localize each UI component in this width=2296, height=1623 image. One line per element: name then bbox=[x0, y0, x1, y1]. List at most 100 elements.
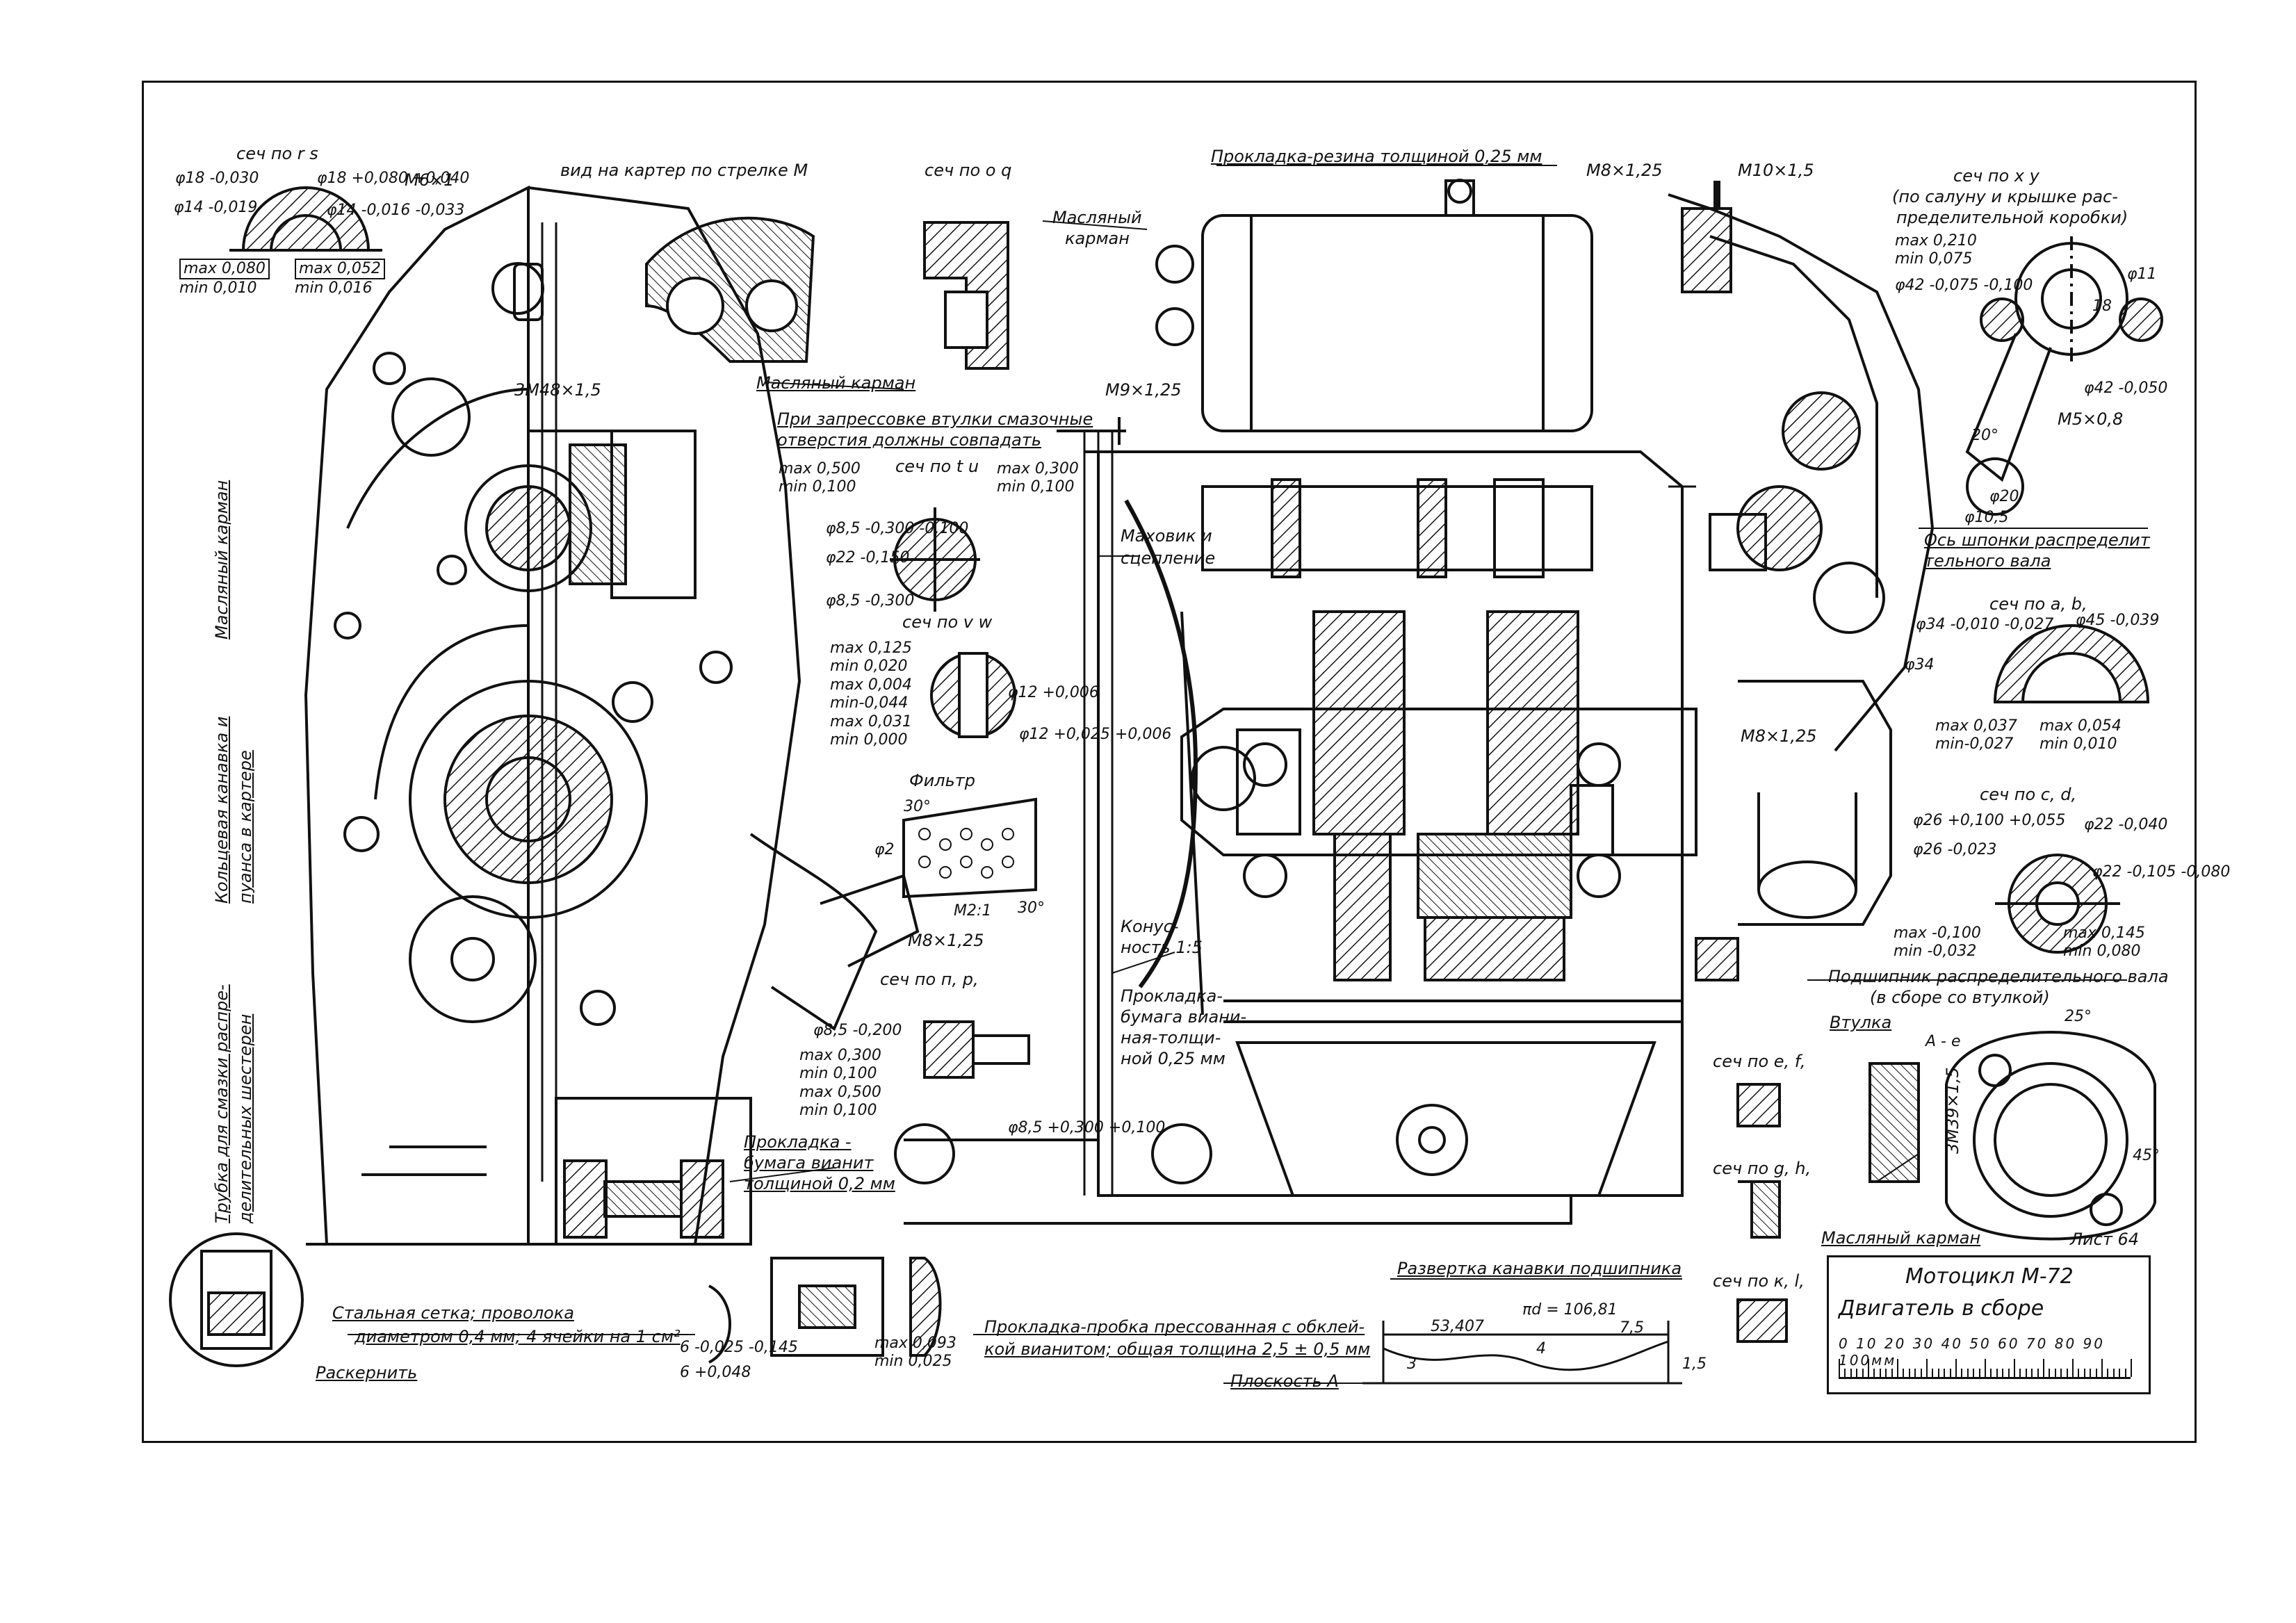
scale-tick bbox=[2083, 1369, 2085, 1377]
paper-gasket-2: бумага виани- bbox=[1121, 1007, 1247, 1027]
scale-tick bbox=[1862, 1369, 1864, 1377]
scale-tick bbox=[1868, 1359, 1869, 1377]
shaft-key-axis-2: тельного вала bbox=[1924, 551, 2051, 571]
section-cd-label: сеч по с, d, bbox=[1980, 785, 2077, 804]
oil-pocket-oq-1: Масляный bbox=[1052, 208, 1142, 227]
section-gh-label: сеч по g, h, bbox=[1713, 1159, 1811, 1178]
tol-xy-d2: φ42 -0,050 bbox=[2084, 380, 2168, 397]
tol-vw-a-min: min 0,020 bbox=[830, 658, 908, 676]
plug-gasket-1: Прокладка-пробка прессованная с обклей- bbox=[984, 1317, 1365, 1337]
tol-np-d: φ8,5 -0,200 bbox=[813, 1022, 902, 1039]
tol-tu-d3: φ8,5 -0,300 bbox=[826, 592, 915, 610]
scale-tick bbox=[2054, 1369, 2056, 1377]
tol-cd-d2: φ26 -0,023 bbox=[1913, 841, 1997, 858]
tol-rs-d4: φ14 -0,016 -0,033 bbox=[327, 202, 465, 219]
section-xy-note-1: (по салуну и крышке рас- bbox=[1892, 187, 2118, 206]
section-xy-note-2: пределительной коробки) bbox=[1896, 208, 2128, 227]
scale-tick bbox=[1903, 1369, 1905, 1377]
section-oq-drawing bbox=[923, 221, 1009, 370]
scale-tick bbox=[2043, 1359, 2044, 1377]
scale-tick bbox=[1908, 1369, 1910, 1377]
thread-m8-mid: М8×1,25 bbox=[908, 931, 984, 950]
tol-rs-left: max 0,080 min 0,010 bbox=[179, 259, 270, 298]
scale-tick bbox=[1990, 1369, 1992, 1377]
scale-tick bbox=[2008, 1369, 2010, 1377]
scale-tick bbox=[1961, 1369, 1963, 1377]
section-xy-drawing bbox=[1965, 236, 2163, 516]
tol-xy-max: max 0,210 bbox=[1895, 232, 1977, 250]
tol-cd-d1: φ26 +0,100 +0,055 bbox=[1913, 812, 2066, 829]
oil-pocket-main: Масляный карман bbox=[756, 373, 916, 393]
tol-rs-d2: φ18 +0,080 +0,040 bbox=[317, 170, 470, 187]
tol-cd-right: max 0,145 min 0,080 bbox=[2063, 924, 2145, 961]
tol-plug-s2: 6 +0,048 bbox=[680, 1364, 751, 1381]
paper-gasket-1: Прокладка- bbox=[1121, 986, 1223, 1006]
tol-vw-b-min: min-0,044 bbox=[830, 694, 909, 712]
leader-lines bbox=[348, 165, 2148, 1384]
scale-tick bbox=[2090, 1369, 2092, 1377]
filter-label: Фильтр bbox=[909, 771, 975, 790]
scale-tick bbox=[2112, 1369, 2115, 1377]
groove-v1: 7,5 bbox=[1620, 1319, 1644, 1337]
section-ab-label: сеч по а, b, bbox=[1989, 594, 2087, 614]
shaft-key-axis-1: Ось шпонки распределит bbox=[1924, 530, 2150, 550]
oil-pocket-oq-2: карман bbox=[1065, 229, 1130, 248]
tol-xy-min: min 0,075 bbox=[1895, 250, 1973, 268]
scale-tick bbox=[1996, 1369, 1998, 1377]
scale-tick bbox=[1967, 1369, 1969, 1377]
bearing-angle-2: 45° bbox=[2133, 1147, 2160, 1164]
tol-cd-right-min: min 0,080 bbox=[2063, 943, 2141, 961]
scale-tick bbox=[1897, 1359, 1898, 1377]
tol-plug-min: min 0,025 bbox=[874, 1353, 952, 1371]
section-view-m-label: вид на картер по стрелке М bbox=[560, 161, 808, 180]
oil-pocket-br: Масляный карман bbox=[1821, 1228, 1981, 1248]
groove-len-1: 53,407 bbox=[1431, 1318, 1484, 1335]
scale-tick bbox=[1873, 1369, 1875, 1377]
scale-tick bbox=[1932, 1369, 1934, 1377]
tol-vw-c-min: min 0,000 bbox=[830, 731, 908, 749]
section-cd-drawing bbox=[1995, 854, 2120, 954]
tol-ab-left-min: min-0,027 bbox=[1935, 735, 2014, 753]
timing-cover bbox=[1668, 181, 1935, 981]
left-oil-pocket: Масляный карман bbox=[212, 480, 231, 639]
tol-cd-d3: φ22 -0,040 bbox=[2084, 816, 2168, 833]
paper-gasket-4: ной 0,25 мм bbox=[1121, 1049, 1226, 1068]
scale-tick bbox=[2019, 1369, 2021, 1377]
tol-rs-right-min: min 0,016 bbox=[295, 279, 373, 297]
thread-m48: 3М48×1,5 bbox=[514, 380, 601, 400]
tol-xy-d1: φ42 -0,075 -0,100 bbox=[1895, 277, 2033, 294]
scale-tick bbox=[2078, 1369, 2080, 1377]
section-xy-label: сеч по x y bbox=[1953, 166, 2039, 186]
groove-len-2: πd = 106,81 bbox=[1522, 1301, 1618, 1319]
tol-xy-d4: φ20 bbox=[1989, 488, 2019, 505]
tol-np-b-min: min 0,100 bbox=[799, 1102, 877, 1120]
scale-tick bbox=[2060, 1369, 2062, 1377]
small-sections bbox=[1736, 1083, 1788, 1343]
bearing-section-mark: А - е bbox=[1925, 1033, 1961, 1050]
thread-m5: М5×0,8 bbox=[2058, 409, 2124, 429]
cam-bearing-2: (в сборе со втулкой) bbox=[1870, 988, 2050, 1007]
thread-m39: 3М39×1,5 bbox=[1943, 1067, 1962, 1154]
filter-angle-1: 30° bbox=[904, 798, 931, 815]
scale-tick bbox=[1885, 1369, 1887, 1377]
thread-m9: М9×1,25 bbox=[1105, 380, 1182, 400]
section-ef-label: сеч по е, f, bbox=[1713, 1052, 1806, 1071]
section-oq-label: сеч по о q bbox=[925, 161, 1012, 180]
left-tube-2: делительных шестерен bbox=[236, 1013, 255, 1223]
scale-tick bbox=[1937, 1369, 1939, 1377]
tol-ab-d3: φ34 bbox=[1905, 656, 1935, 674]
thread-m8-right: М8×1,25 bbox=[1741, 726, 1817, 746]
scale-tick bbox=[1978, 1369, 1980, 1377]
crankcase-face-view bbox=[304, 185, 920, 1246]
sheet-number: Лист 64 bbox=[2070, 1230, 2139, 1249]
scale-tick bbox=[1926, 1359, 1928, 1377]
paper-gasket-3: ная-толщи- bbox=[1121, 1028, 1221, 1047]
scale-tick bbox=[2002, 1369, 2004, 1377]
tol-tu-d1: φ8,5 -0,300 -0,100 bbox=[826, 520, 969, 537]
scale-tick bbox=[2131, 1359, 2132, 1377]
bottom-left-details bbox=[169, 1232, 942, 1367]
section-vw-drawing bbox=[930, 652, 1016, 738]
gasket-top-callout: Прокладка-резина толщиной 0,25 мм bbox=[1211, 147, 1542, 166]
scale-tick bbox=[2107, 1369, 2109, 1377]
tol-np-a-min: min 0,100 bbox=[799, 1065, 877, 1083]
